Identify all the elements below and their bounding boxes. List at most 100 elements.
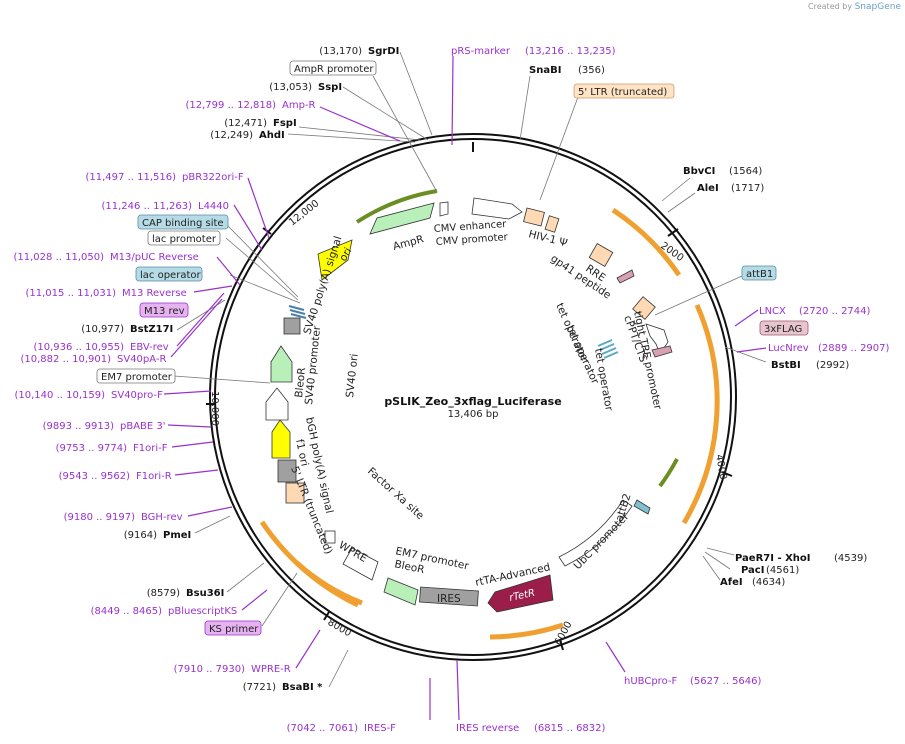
box-ampr-promoter [289,60,377,76]
label-ks-primer: KS primer [209,624,259,635]
leader-lines [173,51,767,688]
enzyme-pos-afei: (4634) [752,577,785,588]
primer-range-pbabe: (9893 .. 9913) [43,421,115,432]
rre-box [588,243,614,267]
primer-name-f1ori-r: F1ori-R [136,471,172,482]
label-ori: ori [337,246,354,264]
box-em7-promoter [96,368,176,384]
enzyme-pos-sgrdi: (13,170) [319,46,362,57]
primer-range-l4440: (11,246 .. 11,263) [102,201,193,212]
credit-prefix: Created by [808,2,853,11]
label-lac-promoter: lac promoter [152,234,217,245]
label-ampr: AmpR [392,233,425,253]
primer-leaders [163,55,767,721]
label-cmv-promoter: CMV promoter [435,232,509,248]
enzyme-pos-bsabi: (7721) [243,682,276,693]
wpre-box [342,547,379,581]
ampr-arrow [369,202,435,235]
primer-name-ebv-rev: EBV-rev [130,342,169,353]
label-m13-rev: M13 rev [144,306,185,317]
cmv-enhancer-arrow [471,197,523,220]
primer-range-wpre-r: (7910 .. 7930) [174,664,246,675]
primer-range-f1ori-f: (9753 .. 9774) [56,443,128,454]
primer-name-lncx: LNCX [759,306,786,317]
enzyme-pos-bstbi: (2992) [816,360,849,371]
ltr-3-box [632,296,656,320]
primer-name-pbabe: pBABE 3' [120,421,166,432]
primer-range-hubcpro-f: (5627 .. 5646) [690,676,762,687]
arc-rre-region [611,207,682,277]
primer-name-bgh-rev: BGH-rev [141,512,183,523]
label-attb1: attB1 [746,269,773,280]
primer-name-m13puc: M13/pUC Reverse [110,252,199,263]
primer-range-ires-f: (7042 .. 7061) [287,723,359,734]
primer-name-pbr322ori: pBR322ori-F [182,172,244,183]
hiv-psi-box [523,207,545,227]
box-3xflag [759,320,809,336]
outer-feature-arcs [259,189,720,640]
primer-range-f1ori-r: (9543 .. 9562) [59,471,131,482]
label-3xflag: 3xFLAG [764,324,802,335]
sv40-polya-box [283,317,301,335]
primer-range-lucnrev: (2889 .. 2907) [818,343,890,354]
primer-range-ebv-rev: (10,936 .. 10,955) [34,342,125,353]
box-ks-primer [204,620,262,636]
snapgene-logo: SnapGene [854,2,901,12]
enzyme-name-afei: AfeI [720,577,743,588]
box-attb1 [741,265,777,281]
plasmid-size: 13,406 bp [448,409,499,420]
box-lac-operator [135,266,203,282]
ampr-promoter-mark [439,201,449,217]
arc-attb2 [658,458,679,488]
arc-wpre-inner [295,561,363,606]
enzyme-name-alei: AleI [697,183,719,194]
enzyme-name-sgrdi: SgrDI [368,46,399,57]
primer-name-ires-f: IRES-F [364,723,396,734]
enzyme-name-bsu36i: Bsu36I [186,588,224,599]
primer-range-amp-r: (12,799 .. 12,818) [186,100,277,111]
label-f1-ori: f1 ori [293,438,310,467]
enzyme-name-xhoi: PaeR7I - XhoI [735,553,811,564]
enzyme-name-snabi: SnaBI [529,65,561,76]
enzyme-name-paci: PacI [741,565,764,576]
label-bleor-left: BleoR [293,367,308,398]
enzyme-pos-pmei: (9164) [124,530,157,541]
primer-name-prs-marker: pRS-marker [451,46,511,57]
primer-name-f1ori-f: F1ori-F [133,443,168,454]
arc-ampr-outer [355,189,438,224]
primer-range-prs-marker: (13,216 .. 13,235) [525,46,616,57]
enzyme-name-ahdi: AhdI [259,130,285,141]
ori-arrow [317,239,353,281]
enzyme-pos-xhoi: (4539) [834,553,867,564]
tet-operator-stripes [597,339,619,359]
gp41-box [616,269,635,284]
enzyme-pos-bbvci: (1564) [729,166,762,177]
primer-range-m13puc: (11,028 .. 11,050) [14,252,105,263]
arc-luciferase [681,303,720,525]
primer-name-ires-reverse: IRES reverse [456,723,519,734]
f1-ori-arrow [271,419,291,459]
primer-range-sv40pro-f: (10,140 .. 10,159) [15,390,106,401]
outer-ring [209,133,737,661]
enzyme-name-fspi: FspI [273,118,297,129]
arc-hubc [489,622,564,640]
enzyme-name-bstbi: BstBI [771,360,801,371]
ltr5-inner-box [285,482,305,504]
label-ampr-promoter: AmpR promoter [294,64,374,75]
tick-label-6000: 6000 [553,620,575,648]
enzyme-name-bstz17i: BstZ17I [130,324,173,335]
primer-name-lucnrev: LucNrev [768,343,809,354]
primer-range-ires-reverse: (6815 .. 6832) [534,723,606,734]
primer-range-pbluescriptks: (8449 .. 8465) [91,606,163,617]
label-cmv-enhancer: CMV enhancer [433,219,507,235]
label-cap-binding-site: CAP binding site [142,218,224,229]
primer-range-m13reverse: (11,015 .. 11,031) [26,288,117,299]
primer-range-lncx: (2720 .. 2744) [799,306,871,317]
enzyme-pos-fspi: (12,471) [224,118,267,129]
enzyme-name-sspi: SspI [318,82,342,93]
box-lac-promoter [147,230,221,246]
flag-box [651,345,673,358]
enzyme-pos-snabi: (356) [578,65,605,76]
primer-name-m13reverse: M13 Reverse [122,288,187,299]
enzyme-pos-sspi: (13,053) [269,82,312,93]
